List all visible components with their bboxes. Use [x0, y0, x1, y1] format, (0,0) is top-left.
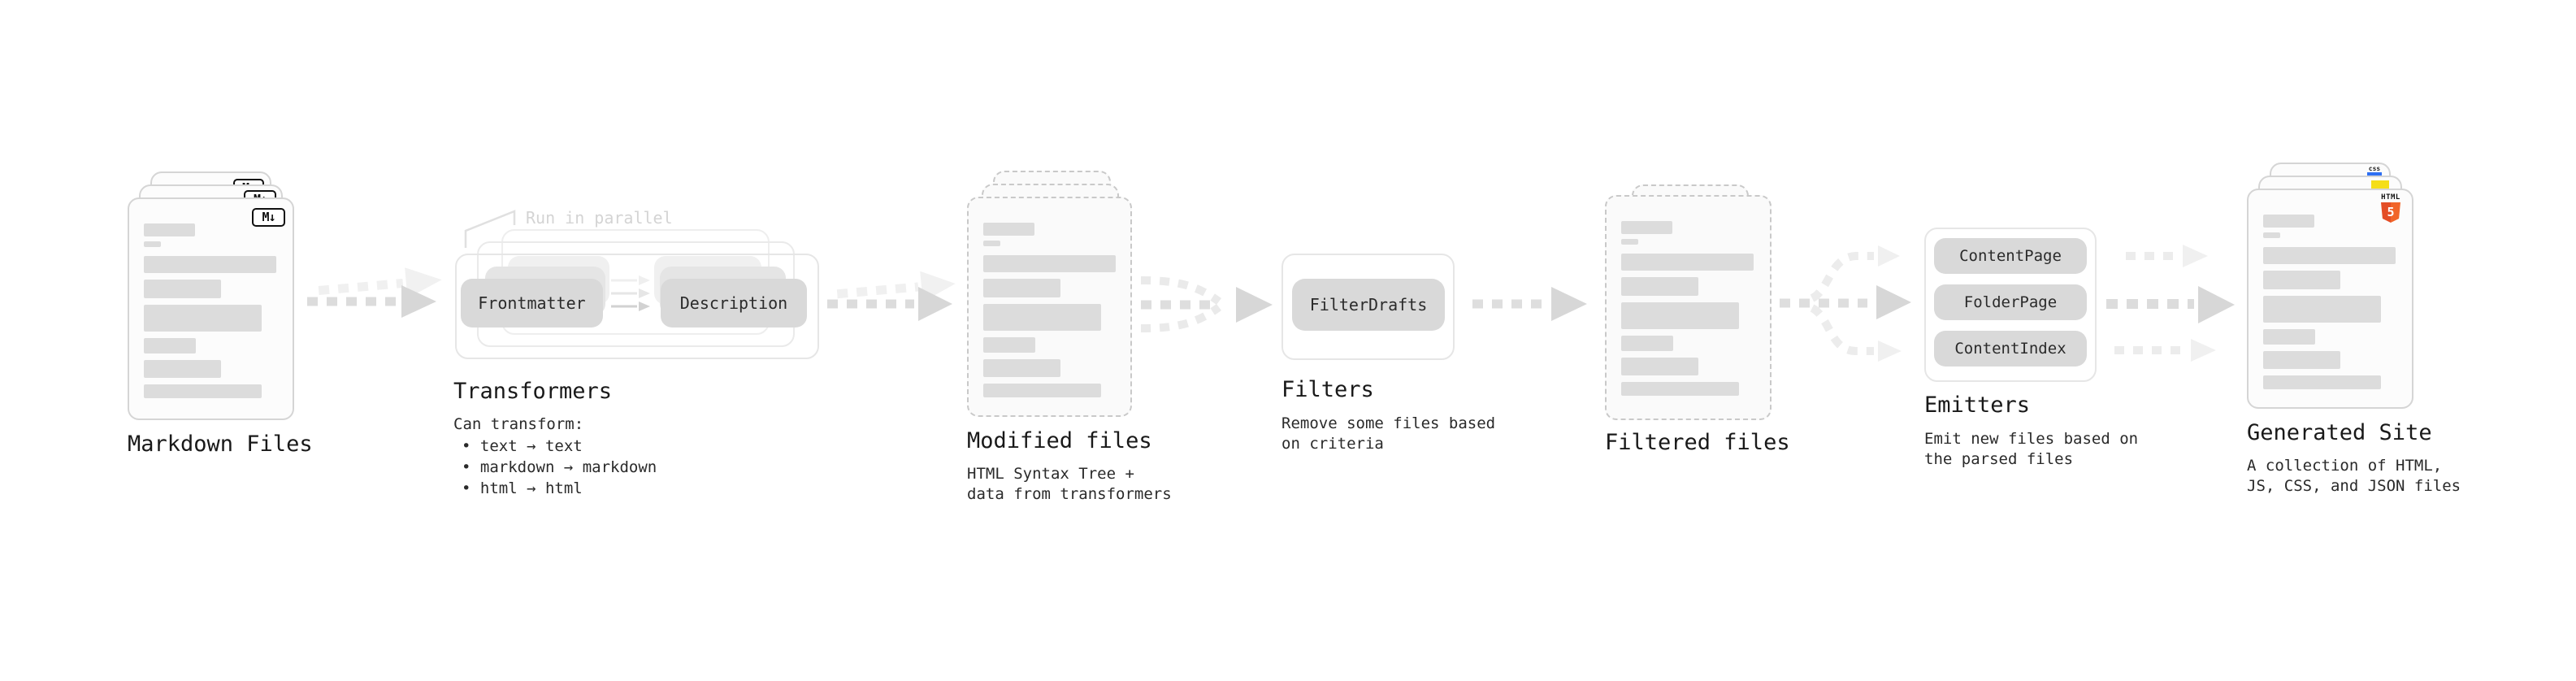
- skeleton-line: [1621, 254, 1754, 271]
- generated-site-title: Generated Site: [2247, 420, 2432, 445]
- skeleton-line: [2263, 329, 2315, 345]
- frontmatter-box: Frontmatter: [461, 279, 603, 327]
- skeleton-line: [983, 359, 1060, 377]
- frontmatter-label: Frontmatter: [478, 293, 586, 313]
- content-page-box: ContentPage: [1934, 238, 2087, 274]
- skeleton-line: [1621, 336, 1673, 351]
- generated-file-card-front: HTML 5: [2247, 189, 2413, 409]
- description-label: Description: [679, 293, 788, 313]
- skeleton-line: [983, 337, 1035, 353]
- skeleton-line: [983, 279, 1060, 297]
- content-page-label: ContentPage: [1959, 247, 2062, 265]
- filtered-file-card-front: [1605, 195, 1772, 420]
- skeleton-line: [144, 338, 196, 354]
- skeleton-line: [2263, 351, 2340, 369]
- html5-icon: HTML 5: [2380, 193, 2401, 223]
- transformers-note-item: • text → text: [462, 437, 583, 455]
- skeleton-line: [144, 241, 161, 247]
- arrow-filtered-to-emitters: [1780, 245, 1911, 362]
- skeleton-line: [1621, 382, 1739, 396]
- arrow-transformers-to-modified: [827, 271, 956, 321]
- transformers-note-item: • markdown → markdown: [462, 458, 657, 476]
- skeleton-line: [1621, 239, 1638, 245]
- arrow-filters-to-filtered: [1472, 287, 1587, 321]
- skeleton-line: [144, 280, 221, 298]
- modified-files-note: HTML Syntax Tree +: [967, 465, 1134, 483]
- arrow-modified-to-filters: [1140, 276, 1273, 332]
- arrow-markdown-to-transformers: [307, 267, 442, 318]
- content-index-box: ContentIndex: [1934, 331, 2087, 367]
- filters-note: on criteria: [1281, 435, 1384, 453]
- skeleton-line: [2263, 215, 2314, 228]
- css-icon: css: [2366, 166, 2383, 176]
- skeleton-line: [983, 223, 1034, 236]
- skeleton-line: [2263, 375, 2381, 389]
- skeleton-line: [1621, 277, 1698, 296]
- filtered-files-title: Filtered files: [1605, 430, 1790, 455]
- transformer-frame-front: [455, 254, 819, 359]
- filters-frame: [1281, 254, 1455, 360]
- content-index-label: ContentIndex: [1954, 340, 2066, 358]
- run-in-parallel-leader-line: [464, 210, 516, 248]
- generated-site-note: A collection of HTML,: [2247, 457, 2443, 475]
- emitters-frame: [1924, 228, 2097, 382]
- skeleton-line: [983, 384, 1101, 397]
- skeleton-line: [2263, 247, 2396, 264]
- skeleton-line: [1621, 221, 1672, 234]
- skeleton-line: [144, 223, 195, 236]
- skeleton-line: [144, 384, 262, 398]
- emitters-title: Emitters: [1924, 393, 2031, 418]
- modified-files-note: data from transformers: [967, 485, 1172, 503]
- description-box: Description: [661, 279, 807, 327]
- filters-note: Remove some files based: [1281, 414, 1496, 432]
- filter-drafts-box: FilterDrafts: [1292, 279, 1445, 331]
- skeleton-line: [2263, 296, 2381, 323]
- markdown-icon: M↓: [252, 208, 285, 227]
- arrow-emitters-to-generated: [2106, 245, 2235, 362]
- modified-files-title: Modified files: [967, 428, 1152, 453]
- emitters-note: the parsed files: [1924, 450, 2074, 468]
- filters-title: Filters: [1281, 377, 1374, 402]
- skeleton-line: [144, 360, 221, 378]
- skeleton-line: [144, 256, 276, 273]
- skeleton-line: [2263, 232, 2280, 238]
- emitters-note: Emit new files based on: [1924, 430, 2139, 448]
- markdown-files-title: Markdown Files: [128, 432, 313, 457]
- skeleton-line: [1621, 302, 1739, 329]
- markdown-file-card-front: M↓: [128, 197, 294, 420]
- skeleton-line: [2263, 271, 2340, 289]
- arrow-frontmatter-to-description: [611, 275, 650, 311]
- run-in-parallel-annotation: Run in parallel: [526, 208, 673, 228]
- generated-site-note: JS, CSS, and JSON files: [2247, 477, 2461, 495]
- filter-drafts-label: FilterDrafts: [1309, 295, 1428, 314]
- folder-page-box: FolderPage: [1934, 284, 2087, 320]
- transformers-title: Transformers: [453, 379, 613, 404]
- transformers-note-item: • html → html: [462, 479, 583, 497]
- transformers-note-heading: Can transform:: [453, 415, 584, 433]
- skeleton-line: [983, 241, 1000, 246]
- skeleton-line: [1621, 358, 1698, 375]
- modified-file-card-front: [967, 197, 1132, 417]
- skeleton-line: [983, 255, 1116, 272]
- skeleton-line: [144, 305, 262, 332]
- folder-page-label: FolderPage: [1963, 293, 2058, 311]
- skeleton-line: [983, 304, 1101, 331]
